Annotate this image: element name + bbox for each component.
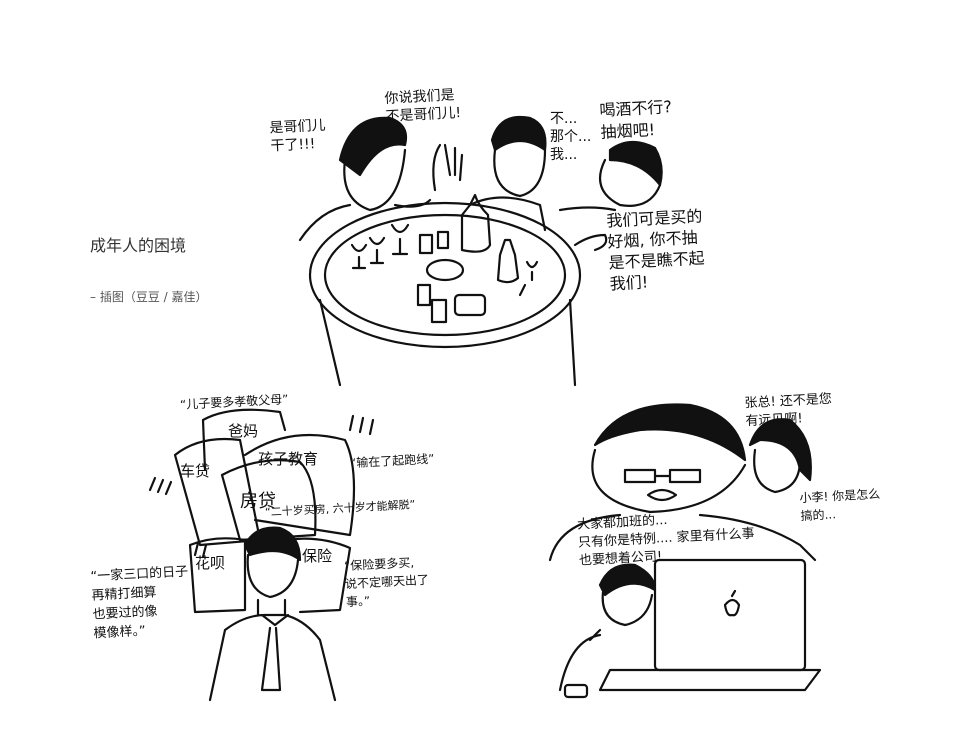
caption-credit: – 插图（豆豆 / 嘉佳） bbox=[90, 290, 208, 304]
speech-flatter-boss: 张总! 还不是您 有远见啊! bbox=[744, 391, 833, 430]
caption-title: 成年人的困境 bbox=[90, 236, 187, 255]
speech-are-we-brothers: 你说我们是 不是哥们儿! bbox=[384, 87, 462, 125]
burden-scene bbox=[148, 408, 375, 702]
card-mortgage: 房贷 bbox=[240, 491, 276, 512]
quote-family-life: “一家三口的日子 再精打细算 也要过的像 模像样。” bbox=[90, 564, 189, 642]
drinking-table-scene bbox=[298, 115, 663, 387]
card-parents: 爸妈 bbox=[228, 422, 259, 440]
speech-xiaoli: 小李! 你是怎么 搞的... bbox=[799, 486, 881, 524]
speech-hesitate: 不... 那个... 我... bbox=[550, 111, 592, 163]
quote-insurance: “保险要多买, 说不定哪天出了 事。” bbox=[343, 555, 430, 610]
speech-cheers: 是哥们儿 干了!!! bbox=[269, 117, 326, 155]
speech-smoke-instead: 喝酒不行? 抽烟吧! bbox=[598, 97, 673, 142]
office-scene bbox=[548, 403, 822, 699]
speech-boss-overtime: 大家都加班的... 只有你是特例.... 家里有什么事 也要想着公司! bbox=[576, 512, 755, 569]
card-car-loan: 车贷 bbox=[180, 462, 211, 480]
card-huabei: 花呗 bbox=[195, 554, 226, 572]
card-education: 孩子教育 bbox=[258, 450, 319, 468]
speech-good-cigarettes: 我们可是买的 好烟, 你不抽 是不是瞧不起 我们! bbox=[605, 206, 705, 294]
card-insurance: 保险 bbox=[302, 547, 333, 565]
